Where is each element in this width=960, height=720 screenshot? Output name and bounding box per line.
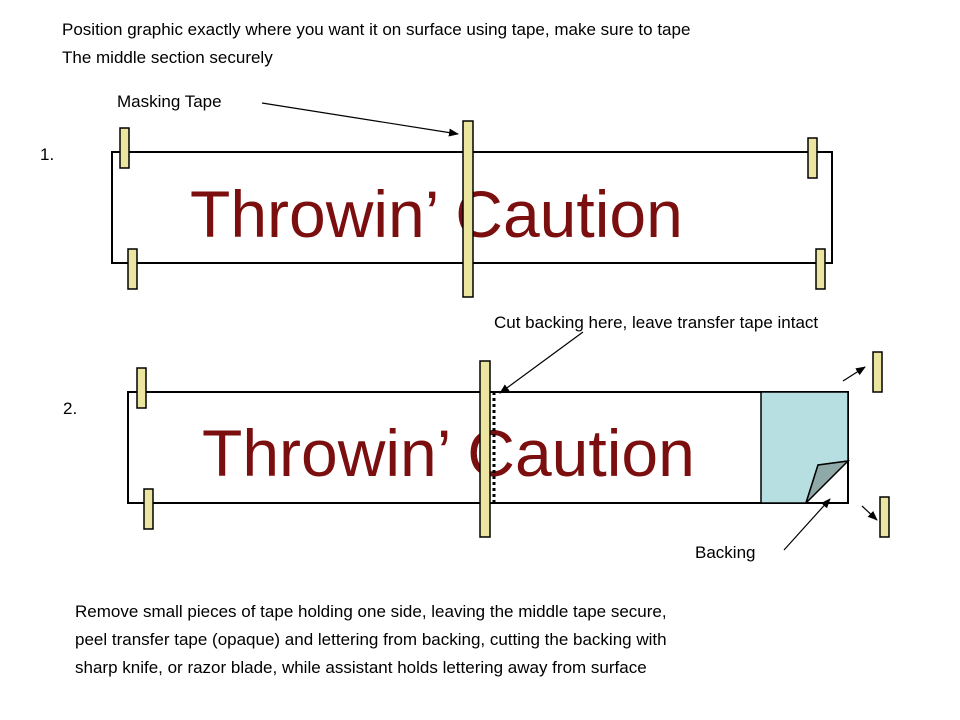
backing-label: Backing [695,543,756,562]
instruction-top-line2: The middle section securely [62,48,273,67]
tape-piece-bottom-right-1 [815,248,826,290]
tape-piece-bottom-left-1 [127,248,138,290]
masking-tape-label: Masking Tape [117,92,222,111]
middle-tape-1 [462,120,474,298]
remove-top-tape-arrow [842,366,866,382]
tape-piece-top-left-2 [136,367,147,409]
step2-banner-text: Throwin’ Caution [202,416,695,490]
remove-bottom-tape-arrow [861,505,878,521]
middle-tape-2 [479,360,491,538]
step1-number: 1. [40,145,55,164]
cut-backing-label: Cut backing here, leave transfer tape in… [494,313,819,332]
backing-arrow [783,498,831,551]
cut-backing-arrow [499,331,584,394]
tape-piece-bottom-left-2 [143,488,154,530]
tape-piece-removed-bottom-right [879,496,890,538]
backing-peeled-corner [805,459,851,504]
tape-piece-removed-top-right [872,351,883,393]
instruction-bottom-line3: sharp knife, or razor blade, while assis… [75,658,647,677]
step2-number: 2. [63,399,78,418]
instruction-bottom-line1: Remove small pieces of tape holding one … [75,602,667,621]
instruction-bottom-line2: peel transfer tape (opaque) and letterin… [75,630,667,649]
instruction-top-line1: Position graphic exactly where you want … [62,20,691,39]
tape-piece-top-left-1 [119,127,130,169]
step1-banner-text: Throwin’ Caution [190,177,683,251]
tape-piece-top-right-1 [807,137,818,179]
masking-tape-arrow [261,102,459,137]
